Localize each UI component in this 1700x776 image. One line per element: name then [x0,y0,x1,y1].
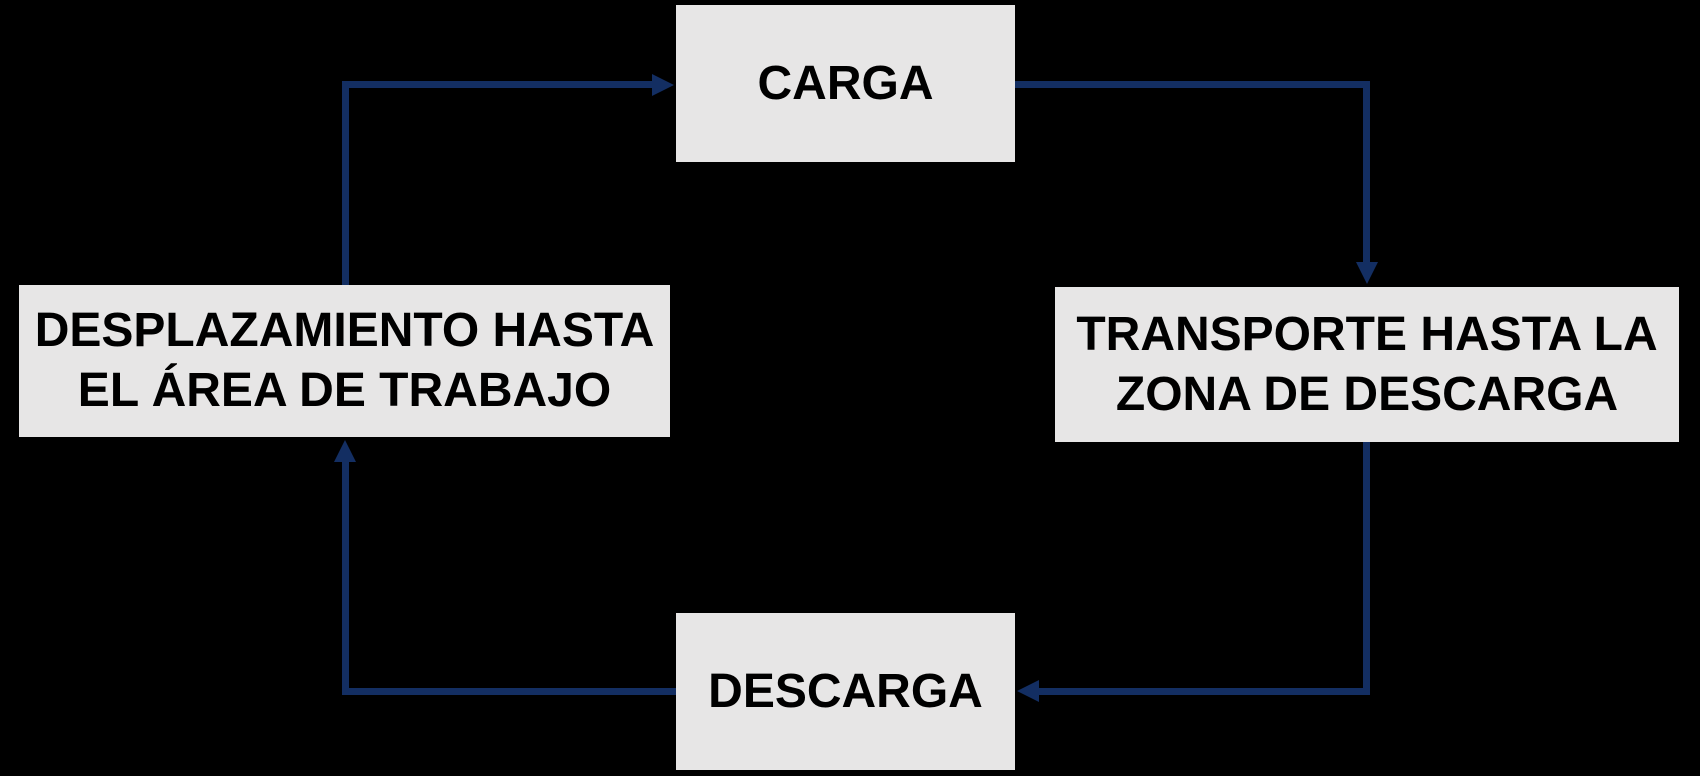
node-desplazamiento-area-trabajo-label: DESPLAZAMIENTO HASTA EL ÁREA DE TRABAJO [34,304,655,417]
arrow-head-left-icon [1017,680,1039,702]
connector-desplazamiento-to-carga-horizontal [342,81,654,88]
node-carga-label: CARGA [757,56,934,110]
node-transporte-zona-descarga: TRANSPORTE HASTA LA ZONA DE DESCARGA [1055,287,1679,442]
connector-carga-to-transporte-vertical [1363,81,1370,262]
node-descarga-label: DESCARGA [708,664,983,718]
connector-transporte-to-descarga-horizontal [1039,688,1370,695]
connector-descarga-to-desplazamiento-horizontal [342,688,676,695]
connector-descarga-to-desplazamiento-vertical [342,462,349,695]
arrow-head-right-icon [652,74,674,96]
node-transporte-zona-descarga-label: TRANSPORTE HASTA LA ZONA DE DESCARGA [1076,307,1658,421]
node-descarga: DESCARGA [676,613,1015,770]
connector-transporte-to-descarga-vertical [1363,442,1370,695]
arrow-head-down-icon [1356,262,1378,284]
node-carga: CARGA [676,5,1015,162]
connector-carga-to-transporte-horizontal [1015,81,1370,88]
connector-desplazamiento-to-carga-vertical [342,81,349,285]
node-desplazamiento-area-trabajo: DESPLAZAMIENTO HASTA EL ÁREA DE TRABAJO [19,285,670,437]
arrow-head-up-icon [334,440,356,462]
